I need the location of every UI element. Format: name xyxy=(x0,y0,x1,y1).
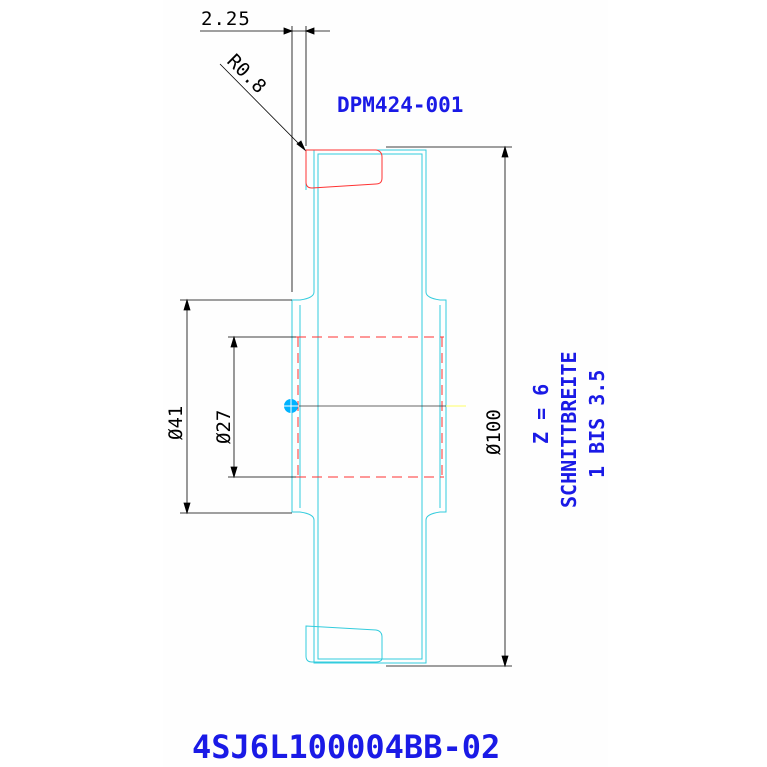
hidden-lines xyxy=(296,149,444,478)
drawing-number: 4SJ6L100004BB-02 xyxy=(192,728,500,766)
top-tooth-profile xyxy=(305,149,383,189)
center-mark xyxy=(283,398,299,414)
drawing-sheet xyxy=(163,0,608,767)
dim-text-dia-41: Ø41 xyxy=(165,406,187,440)
part-outline xyxy=(291,149,447,664)
dimension-lines xyxy=(180,26,512,668)
dim-text-dia-100: Ø100 xyxy=(483,409,505,455)
dim-text-dia-27: Ø27 xyxy=(213,410,235,444)
bottom-tooth-profile xyxy=(305,625,383,663)
note-teeth: Z = 6 xyxy=(529,384,553,444)
note-cut-width-label: SCHNITTBREITE xyxy=(557,351,581,508)
outer-contour xyxy=(291,149,447,664)
note-cut-width-range: 1 BIS 3.5 xyxy=(585,370,609,478)
inner-contour xyxy=(317,153,423,660)
dim-text-2-25: 2.25 xyxy=(201,8,251,30)
part-code: DPM424-001 xyxy=(337,93,463,117)
